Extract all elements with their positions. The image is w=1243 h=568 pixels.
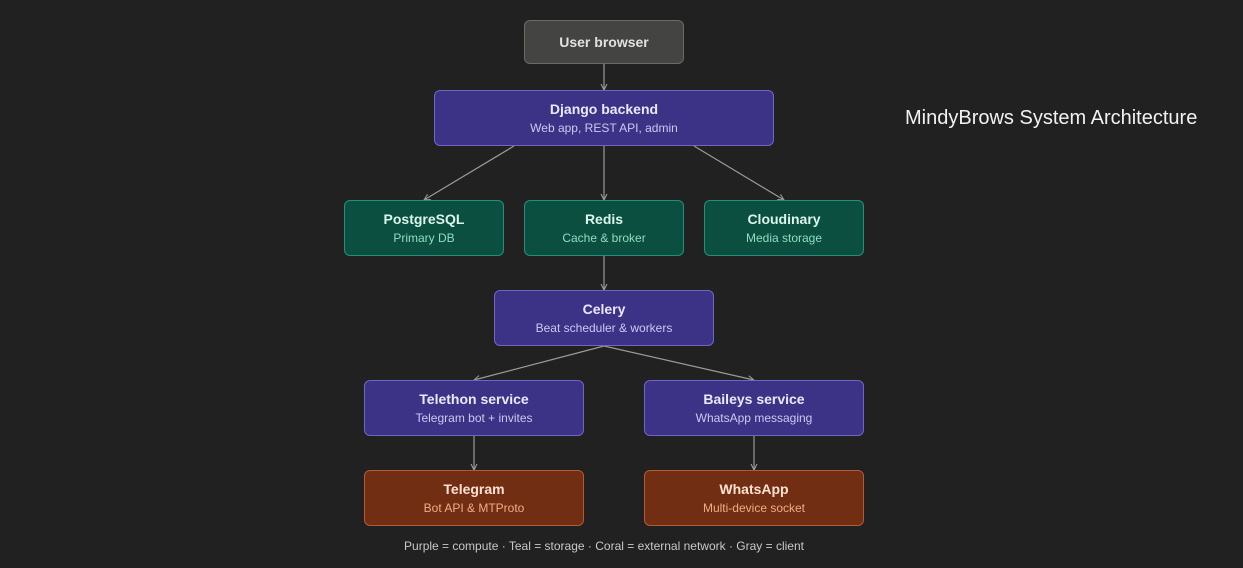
django-backend-subtitle: Web app, REST API, admin: [530, 120, 678, 135]
celery-node: Celery Beat scheduler & workers: [494, 290, 714, 346]
telegram-title: Telegram: [443, 480, 505, 497]
django-backend-title: Django backend: [549, 100, 659, 117]
edge-celery-to-baileys: [603, 345, 755, 383]
cloudinary-node: Cloudinary Media storage: [704, 200, 864, 256]
postgresql-node: PostgreSQL Primary DB: [344, 200, 504, 256]
whatsapp-title: WhatsApp: [719, 480, 789, 497]
user-browser-title: User browser: [559, 33, 649, 50]
baileys-service-title: Baileys service: [703, 390, 805, 407]
telegram-subtitle: Bot API & MTProto: [423, 500, 525, 515]
diagram-title: MindyBrows System Architecture: [905, 107, 1198, 129]
baileys-service-subtitle: WhatsApp messaging: [695, 410, 813, 425]
redis-title: Redis: [584, 210, 624, 227]
postgresql-subtitle: Primary DB: [393, 230, 455, 245]
telethon-service-title: Telethon service: [419, 390, 529, 407]
telethon-service-subtitle: Telegram bot + invites: [415, 410, 533, 425]
color-legend: Purple = compute · Teal = storage · Cora…: [404, 539, 804, 553]
whatsapp-subtitle: Multi-device socket: [702, 500, 806, 515]
redis-node: Redis Cache & broker: [524, 200, 684, 256]
cloudinary-title: Cloudinary: [747, 210, 821, 227]
baileys-service-node: Baileys service WhatsApp messaging: [644, 380, 864, 436]
user-browser-node: User browser: [524, 20, 684, 64]
django-backend-node: Django backend Web app, REST API, admin: [434, 90, 774, 146]
postgresql-title: PostgreSQL: [383, 210, 465, 227]
celery-title: Celery: [582, 300, 626, 317]
whatsapp-node: WhatsApp Multi-device socket: [644, 470, 864, 526]
redis-subtitle: Cache & broker: [562, 230, 646, 245]
edge-celery-to-telethon: [473, 345, 605, 382]
edge-django-to-postgres: [423, 145, 515, 201]
edge-django-to-cloudinary: [693, 145, 785, 201]
celery-subtitle: Beat scheduler & workers: [535, 320, 673, 335]
cloudinary-subtitle: Media storage: [745, 230, 823, 245]
telethon-service-node: Telethon service Telegram bot + invites: [364, 380, 584, 436]
telegram-node: Telegram Bot API & MTProto: [364, 470, 584, 526]
